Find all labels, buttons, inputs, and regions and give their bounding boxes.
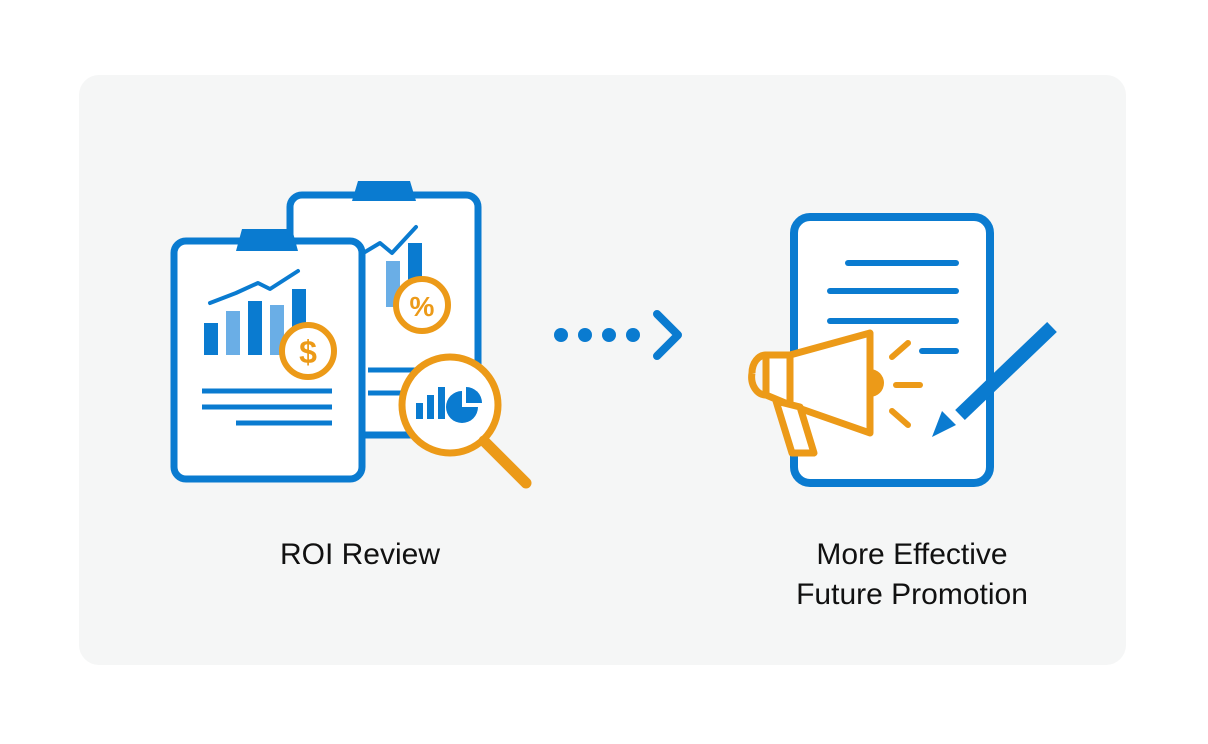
front-clipboard bbox=[170, 229, 366, 483]
svg-text:$: $ bbox=[299, 334, 317, 370]
dollar-badge-icon: $ bbox=[279, 322, 337, 380]
step-label-future-promotion: More Effective Future Promotion bbox=[740, 535, 1084, 615]
document-megaphone-pen-icon bbox=[748, 213, 1057, 487]
percent-badge-icon: % bbox=[393, 276, 451, 334]
magnifier-icon bbox=[398, 353, 532, 489]
step-label-line-2: Future Promotion bbox=[796, 578, 1028, 611]
megaphone-icon bbox=[748, 329, 923, 457]
dotted-arrow-right-icon bbox=[554, 310, 682, 360]
step-label-roi-review: ROI Review bbox=[279, 538, 441, 571]
pen-icon bbox=[932, 321, 1057, 437]
svg-text:%: % bbox=[410, 291, 435, 322]
clipboard-report-magnifier-icon: % $ bbox=[170, 181, 532, 489]
step-label-line-1: More Effective bbox=[816, 538, 1008, 571]
